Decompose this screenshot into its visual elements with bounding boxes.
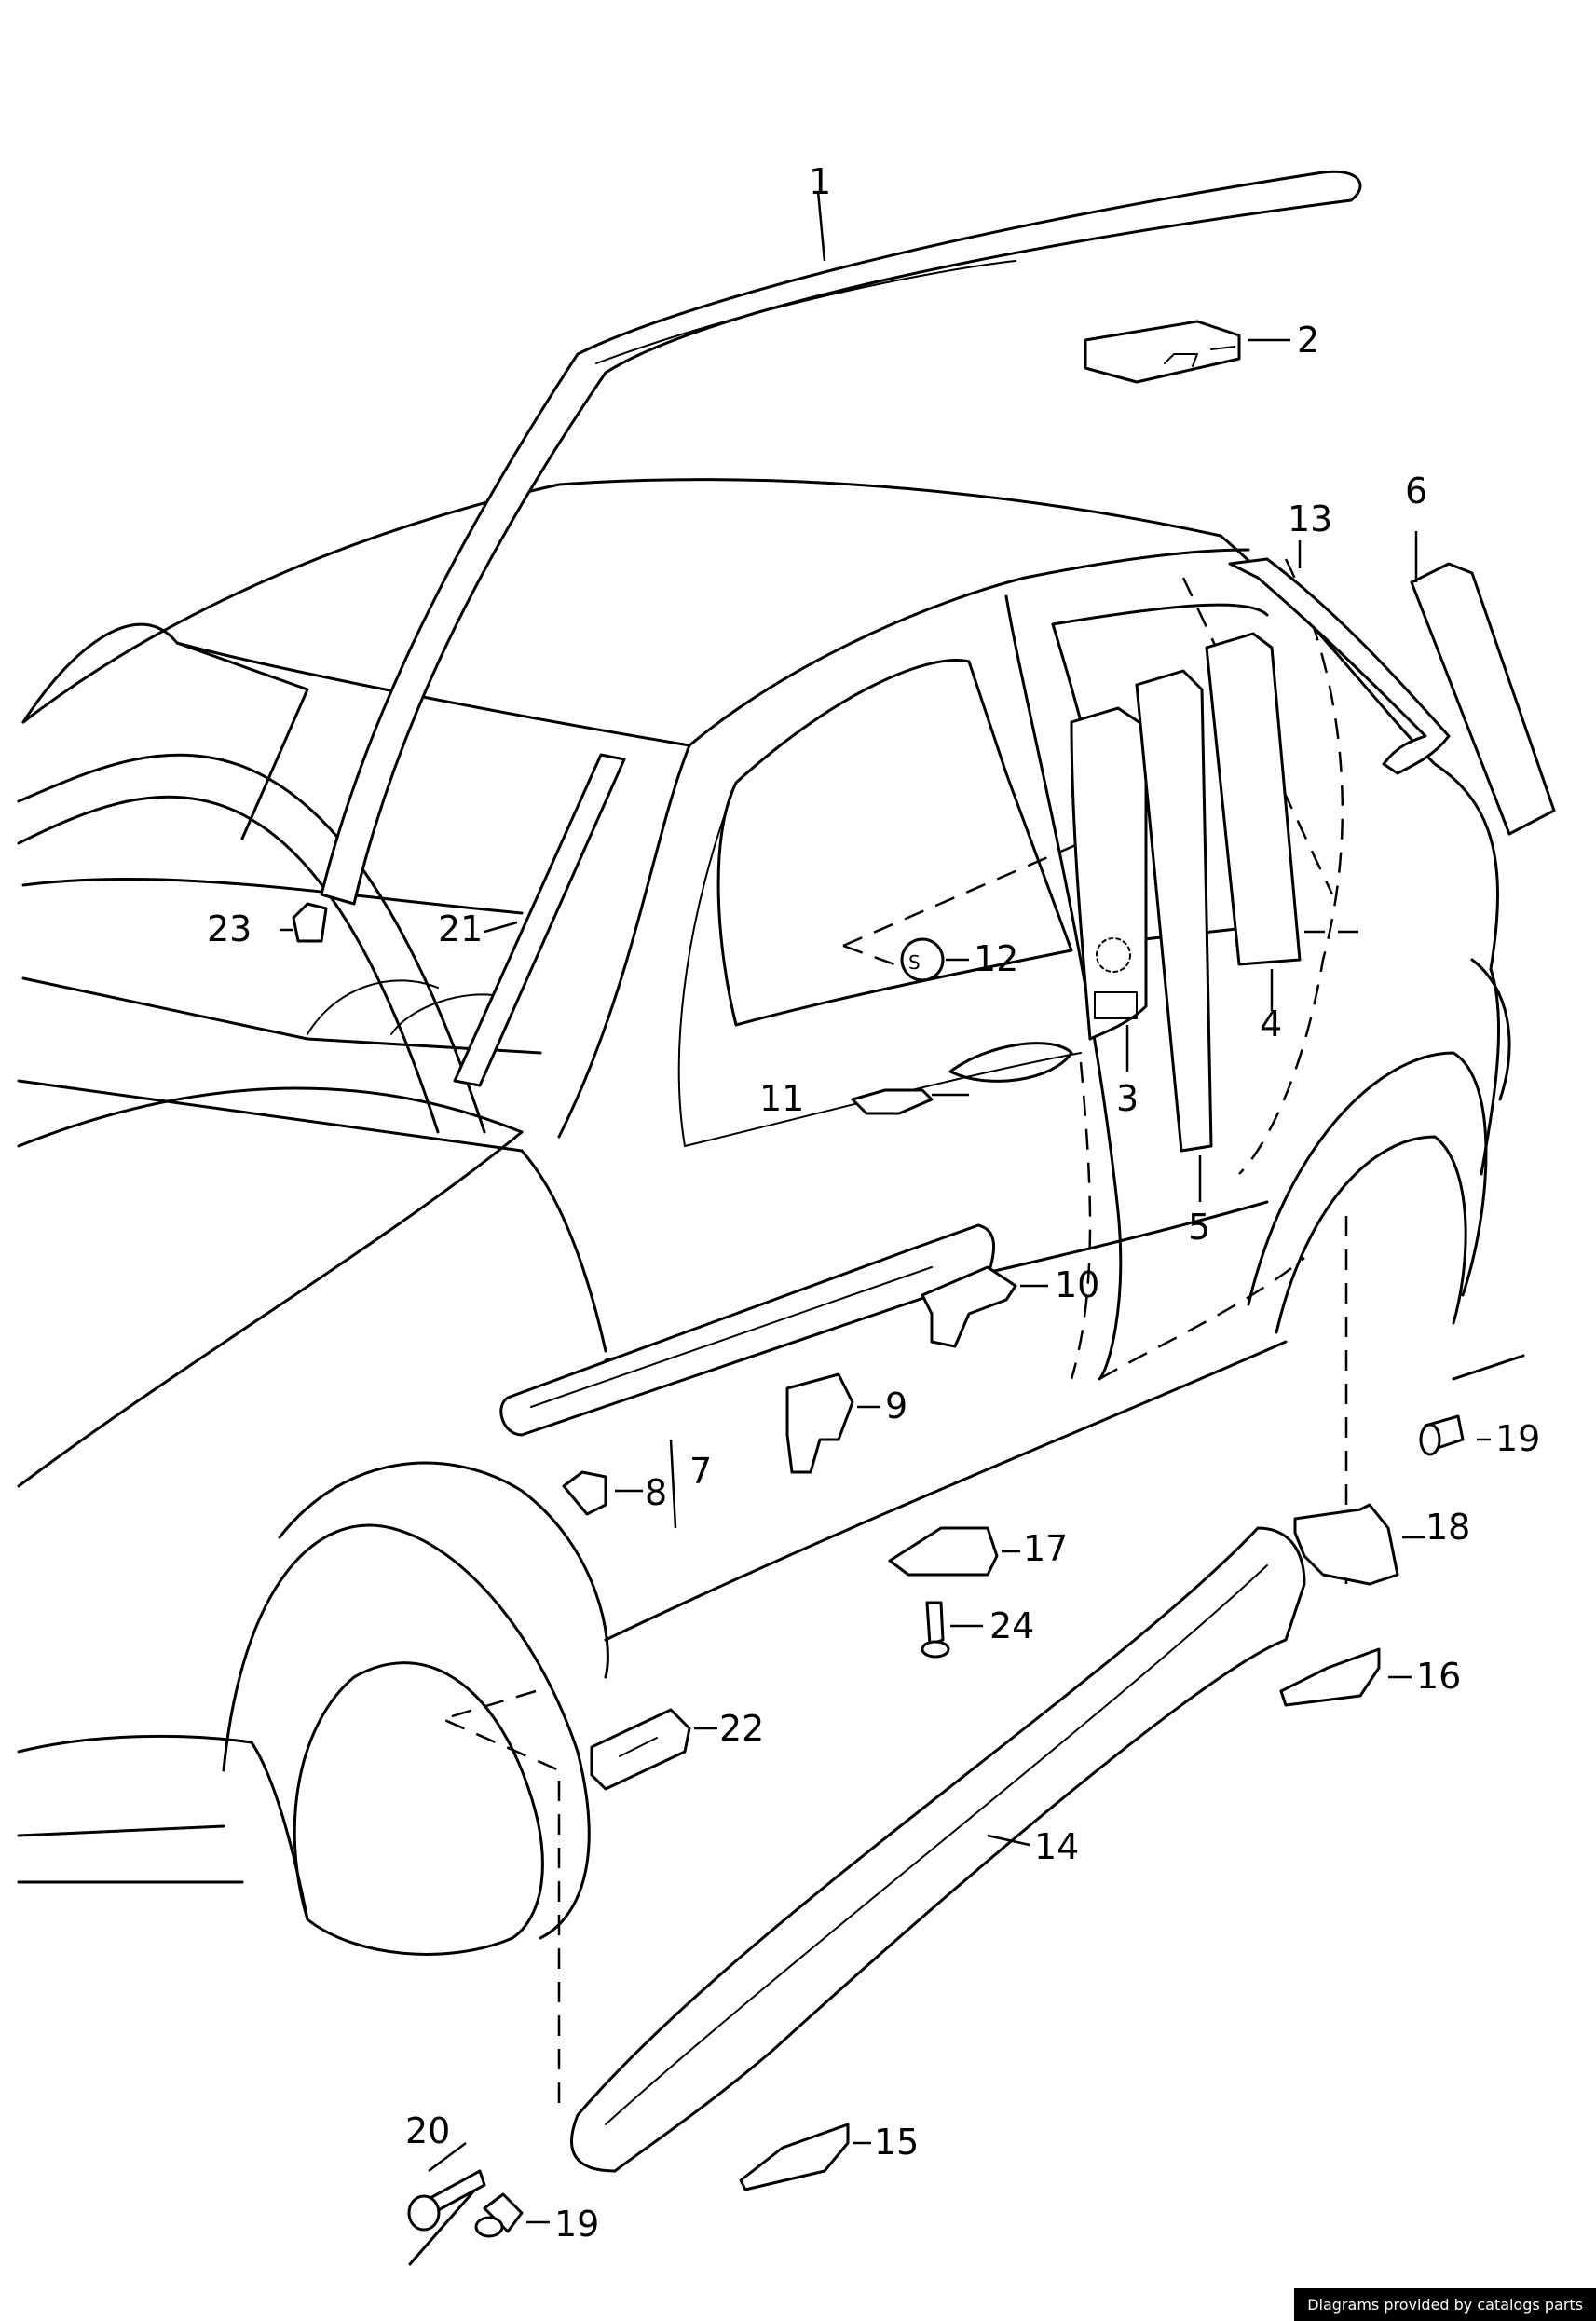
- part-3-pillar-trim: [1070, 706, 1148, 1041]
- callout-19-lower: 19: [554, 2204, 599, 2245]
- part-1-roof-strip: [320, 170, 1362, 906]
- callout-11: 11: [759, 1078, 804, 1119]
- part-6-rear-trim: [1410, 562, 1556, 836]
- part-20-screw: [407, 2169, 486, 2232]
- part-12-badge: [900, 937, 945, 982]
- part-18-bracket: [1293, 1503, 1399, 1586]
- callout-4: 4: [1260, 1003, 1282, 1044]
- leader-lines: [280, 190, 1491, 2224]
- callout-20: 20: [405, 2110, 450, 2151]
- callout-2: 2: [1297, 320, 1319, 361]
- parts: S: [292, 170, 1556, 2266]
- part-22-bracket: [590, 1708, 691, 1791]
- part-11-clip: [851, 1088, 934, 1115]
- part-21-windshield-trim: [453, 753, 626, 1087]
- callout-14: 14: [1034, 1826, 1079, 1867]
- callout-15: 15: [874, 2122, 919, 2163]
- callout-18: 18: [1425, 1507, 1470, 1548]
- part-19-rivet-upper: [1419, 1354, 1525, 1456]
- part-24-screw: [921, 1601, 950, 1659]
- callout-8: 8: [645, 1472, 667, 1513]
- part-4-pillar-trim: [1205, 632, 1302, 966]
- callout-3: 3: [1116, 1078, 1139, 1119]
- part-17-clip: [888, 1526, 999, 1577]
- callout-24: 24: [989, 1605, 1034, 1646]
- part-5-pillar-trim: [1135, 669, 1213, 1153]
- callout-9: 9: [885, 1386, 907, 1427]
- credit-footer: Diagrams provided by catalogs parts: [1294, 2288, 1596, 2321]
- callout-6: 6: [1405, 471, 1427, 512]
- part-9-clip: [785, 1372, 854, 1474]
- part-19-rivet-lower: [408, 2188, 524, 2266]
- callout-22: 22: [719, 1708, 764, 1749]
- callout-7: 7: [689, 1451, 712, 1492]
- part-15-cap: [739, 2123, 850, 2191]
- part-2-clip: [1084, 320, 1241, 384]
- callout-5: 5: [1188, 1207, 1210, 1248]
- part-23-cap: [292, 902, 328, 943]
- part-7-door-moulding: [499, 1223, 996, 1437]
- callout-17: 17: [1023, 1528, 1068, 1569]
- part-8-clip: [562, 1470, 607, 1516]
- callout-16: 16: [1416, 1656, 1461, 1697]
- callout-19-upper: 19: [1495, 1418, 1540, 1459]
- part-13-window-frame: [1228, 557, 1451, 775]
- callout-13: 13: [1288, 498, 1332, 539]
- part-14-sill-panel: [570, 1526, 1306, 2173]
- part-10-bracket: [921, 1265, 1017, 1348]
- callout-12: 12: [974, 938, 1018, 979]
- callout-21: 21: [438, 908, 483, 949]
- callout-numbers: 1 2 13 6 23 21 12 3 4 5 11 10 9 7 8 17 2…: [207, 161, 1540, 2245]
- svg-text:S: S: [908, 951, 921, 974]
- callout-10: 10: [1055, 1264, 1099, 1305]
- callout-1: 1: [809, 161, 831, 202]
- part-16-cap: [1279, 1647, 1381, 1707]
- callout-23: 23: [207, 908, 252, 949]
